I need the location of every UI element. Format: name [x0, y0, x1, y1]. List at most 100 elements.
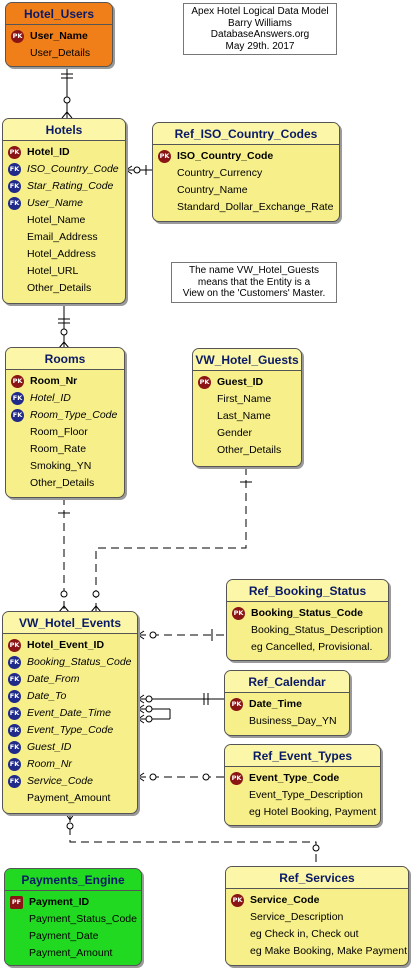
attribute-row: FK Star_Rating_Code	[3, 178, 125, 195]
fk-key-icon: FK	[8, 775, 21, 788]
attribute-row: Hotel_URL	[3, 263, 125, 280]
attribute-name: Room_Floor	[30, 426, 88, 438]
fk-key-icon: FK	[11, 392, 24, 405]
attribute-row: Other_Details	[3, 280, 125, 297]
attribute-name: Booking_Status_Description	[251, 624, 383, 636]
attribute-name: Payment_Date	[29, 930, 99, 942]
attribute-name: Gender	[217, 427, 253, 439]
pf-key-icon: PF	[10, 896, 23, 909]
attribute-name: Room_Nr	[30, 375, 78, 387]
attribute-name: Star_Rating_Code	[27, 180, 114, 192]
fk-key-icon: FK	[8, 673, 21, 686]
fk-key-icon: FK	[8, 724, 21, 737]
attribute-name: Room_Nr	[27, 758, 72, 770]
attribute-name: Payment_Status_Code	[29, 913, 137, 925]
attribute-row: Standard_Dollar_Exchange_Rate	[153, 199, 339, 216]
attribute-name: Date_From	[27, 673, 80, 685]
attribute-row: FK Event_Date_Time	[3, 705, 137, 722]
attribute-row: Email_Address	[3, 229, 125, 246]
entity-title: Payments_Engine	[5, 869, 141, 891]
entity-title: VW_Hotel_Events	[3, 612, 137, 634]
attribute-name: eg Make Booking, Make Payment	[250, 945, 407, 957]
fk-key-icon: FK	[8, 707, 21, 720]
attribute-name: Smoking_YN	[30, 460, 92, 472]
attribute-row: Service_Description	[226, 909, 408, 926]
fk-key-icon: FK	[8, 180, 21, 193]
rel-guests-events	[96, 467, 246, 612]
attribute-row: Country_Name	[153, 182, 339, 199]
attribute-row: Hotel_Name	[3, 212, 125, 229]
attribute-name: Hotel_Address	[27, 248, 96, 260]
attribute-row: Business_Day_YN	[225, 713, 349, 730]
attribute-row: Payment_Amount	[5, 945, 141, 962]
attribute-name: Standard_Dollar_Exchange_Rate	[177, 201, 334, 213]
attribute-row: Other_Details	[6, 475, 124, 492]
attribute-name: Email_Address	[27, 231, 98, 243]
pk-key-icon: PK	[8, 146, 21, 159]
attribute-name: Event_Date_Time	[27, 707, 111, 719]
attribute-name: Service_Code	[250, 894, 320, 906]
view-note: The name VW_Hotel_Guests means that the …	[171, 262, 337, 303]
pk-key-icon: PK	[11, 375, 24, 388]
attribute-name: Guest_ID	[27, 741, 72, 753]
attribute-row: Last_Name	[193, 408, 301, 425]
attribute-name: Room_Type_Code	[30, 409, 118, 421]
entity-title: Rooms	[6, 348, 124, 370]
header-note-line: DatabaseAnswers.org	[210, 29, 310, 40]
attribute-name: Date_Time	[249, 698, 302, 710]
attribute-name: Room_Rate	[30, 443, 87, 455]
attribute-name: ISO_Country_Code	[27, 163, 119, 175]
attribute-name: Hotel_Name	[27, 214, 86, 226]
attribute-name: User_Details	[30, 47, 91, 59]
attribute-name: Event_Type_Description	[249, 789, 363, 801]
attribute-row: FK Guest_ID	[3, 739, 137, 756]
attribute-row: PK Room_Nr	[6, 373, 124, 390]
attribute-name: Country_Name	[177, 184, 248, 196]
attribute-name: Payment_Amount	[29, 947, 113, 959]
attribute-row: Hotel_Address	[3, 246, 125, 263]
attribute-name: ISO_Country_Code	[177, 150, 274, 162]
attribute-row: PK Hotel_ID	[3, 144, 125, 161]
fk-key-icon: FK	[8, 197, 21, 210]
attribute-row: Booking_Status_Description	[227, 622, 388, 639]
fk-key-icon: FK	[8, 741, 21, 754]
attribute-name: Hotel_ID	[27, 146, 70, 158]
attribute-row: Country_Currency	[153, 165, 339, 182]
attribute-name: Event_Type_Code	[27, 724, 114, 736]
entity-title: Ref_Calendar	[225, 671, 349, 693]
attribute-row: eg Hotel Booking, Payment	[225, 804, 380, 821]
attribute-row: Payment_Status_Code	[5, 911, 141, 928]
fk-key-icon: FK	[8, 656, 21, 669]
attribute-name: Date_To	[27, 690, 67, 702]
attribute-row: FK Date_From	[3, 671, 137, 688]
